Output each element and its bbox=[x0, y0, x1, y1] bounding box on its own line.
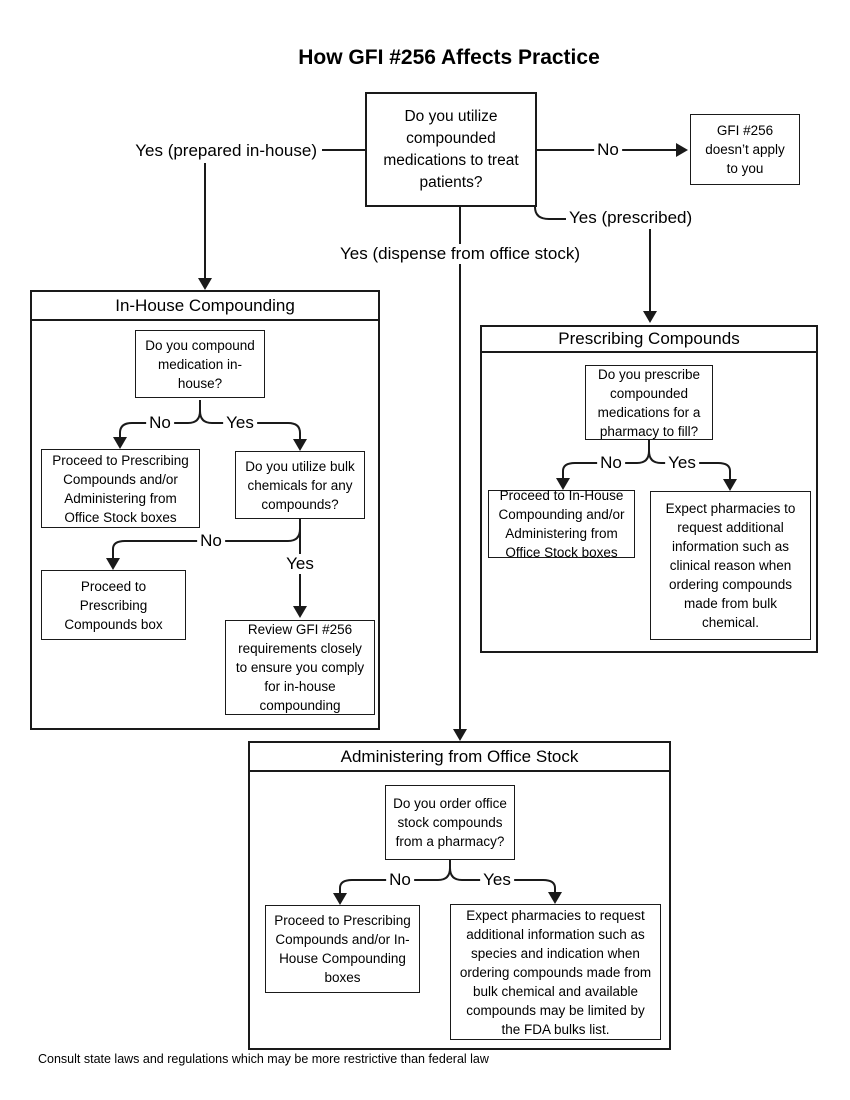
bulk-yes-label: Yes bbox=[283, 554, 317, 574]
inhouse-yes-branch bbox=[199, 410, 301, 439]
bulk-no-result-box: Proceed to Prescribing Compounds box bbox=[41, 570, 186, 640]
inhouse-question-box: Do you compound medication in- house? bbox=[135, 330, 265, 398]
arrowhead-inhouse-yes bbox=[293, 439, 307, 451]
arrowhead-into-inhouse bbox=[198, 278, 212, 290]
bulk-no-label: No bbox=[197, 531, 225, 551]
arrowhead-prescribing-yes bbox=[723, 479, 737, 491]
arrowhead-bulk-no bbox=[106, 558, 120, 570]
bulk-no-branch bbox=[112, 528, 301, 558]
prescribing-yes-branch bbox=[648, 450, 731, 479]
administering-no-result-box: Proceed to Prescribing Compounds and/or … bbox=[265, 905, 420, 993]
section-title-prescribing: Prescribing Compounds bbox=[482, 327, 816, 353]
arrowhead-into-administering bbox=[453, 729, 467, 741]
prescribing-yes-result-box: Expect pharmacies to request additional … bbox=[650, 491, 811, 640]
section-in-house-compounding: In-House Compounding bbox=[30, 290, 380, 730]
edge-prescribed-curve bbox=[534, 206, 566, 220]
administering-yes-branch bbox=[449, 867, 556, 892]
administering-yes-label: Yes bbox=[480, 870, 514, 890]
arrowhead-administering-no bbox=[333, 893, 347, 905]
administering-question-box: Do you order office stock compounds from… bbox=[385, 785, 515, 860]
inhouse-no-label: No bbox=[146, 413, 174, 433]
arrowhead-inhouse-no bbox=[113, 437, 127, 449]
section-title-in-house: In-House Compounding bbox=[32, 292, 378, 321]
edge-label-no: No bbox=[594, 140, 622, 160]
administering-no-label: No bbox=[386, 870, 414, 890]
inhouse-no-result-box: Proceed to Prescribing Compounds and/or … bbox=[41, 449, 200, 528]
prescribing-no-result-box: Proceed to In-House Compounding and/or A… bbox=[488, 488, 635, 560]
arrowhead-administering-yes bbox=[548, 892, 562, 904]
section-title-administering: Administering from Office Stock bbox=[250, 743, 669, 772]
root-question-box: Do you utilize compounded medications to… bbox=[365, 92, 537, 207]
arrowhead-prescribing-no bbox=[556, 478, 570, 490]
page-title: How GFI #256 Affects Practice bbox=[298, 46, 600, 69]
edge-label-dispense: Yes (dispense from office stock) bbox=[336, 244, 584, 264]
arrowhead-bulk-yes bbox=[293, 606, 307, 618]
administering-yes-result-box: Expect pharmacies to request additional … bbox=[450, 904, 661, 1040]
edge-label-prepared-in-house: Yes (prepared in-house) bbox=[132, 141, 320, 161]
edge-label-prescribed: Yes (prescribed) bbox=[566, 208, 696, 228]
bulk-yes-result-box: Review GFI #256 requirements closely to … bbox=[225, 620, 375, 715]
no-apply-box: GFI #256 doesn’t apply to you bbox=[690, 114, 800, 185]
arrowhead-into-gfi-box bbox=[676, 143, 688, 157]
footer-disclaimer: Consult state laws and regulations which… bbox=[38, 1052, 489, 1066]
prescribing-no-label: No bbox=[597, 453, 625, 473]
section-administering-office-stock: Administering from Office Stock bbox=[248, 741, 671, 1050]
section-prescribing-compounds: Prescribing Compounds bbox=[480, 325, 818, 653]
inhouse-yes-label: Yes bbox=[223, 413, 257, 433]
prescribing-question-box: Do you prescribe compounded medications … bbox=[585, 365, 713, 440]
prescribing-yes-label: Yes bbox=[665, 453, 699, 473]
bulk-question-box: Do you utilize bulk chemicals for any co… bbox=[235, 451, 365, 519]
arrowhead-into-prescribing bbox=[643, 311, 657, 323]
